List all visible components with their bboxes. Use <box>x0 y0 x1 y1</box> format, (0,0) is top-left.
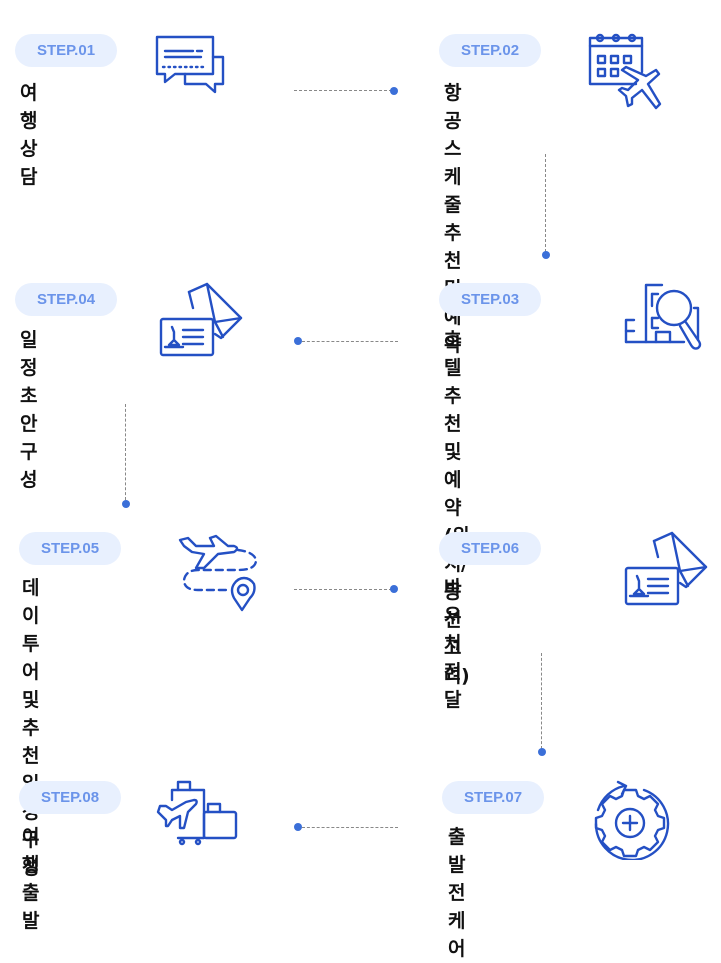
connector-line <box>545 154 546 252</box>
connector-line <box>541 653 542 749</box>
gear-plus-cycle-icon <box>590 780 670 860</box>
connector-line <box>302 827 398 828</box>
airplane-route-pin-icon <box>178 530 262 614</box>
step-title: 출발전 케어 <box>448 826 465 960</box>
step-badge: STEP.06 <box>439 532 541 565</box>
connector-dot <box>538 748 546 756</box>
step-badge: STEP.02 <box>439 34 541 67</box>
step-badge: STEP.07 <box>442 781 544 814</box>
connector-dot <box>294 337 302 345</box>
connector-dot <box>390 87 398 95</box>
connector-line <box>294 90 392 91</box>
step-title: 바우처 전달 <box>444 577 461 711</box>
step-badge: STEP.05 <box>19 532 121 565</box>
envelope-ticket-icon <box>159 282 245 358</box>
step-badge: STEP.08 <box>19 781 121 814</box>
step-badge: STEP.03 <box>439 283 541 316</box>
step-badge: STEP.04 <box>15 283 117 316</box>
building-search-icon <box>624 282 706 352</box>
connector-dot <box>294 823 302 831</box>
step-title: 여행출발 <box>22 826 39 932</box>
connector-line <box>302 341 398 342</box>
step-badge: STEP.01 <box>15 34 117 67</box>
luggage-airplane-icon <box>156 778 240 846</box>
calendar-airplane-icon <box>586 32 666 116</box>
step-title: 항공스케줄 추천 및 예약 <box>444 82 461 356</box>
step-title: 일정 초안 구성 <box>20 329 37 491</box>
step-title: 여행상담 <box>20 82 37 188</box>
connector-line <box>294 589 392 590</box>
connector-line <box>125 404 126 500</box>
connector-dot <box>122 500 130 508</box>
connector-dot <box>390 585 398 593</box>
envelope-ticket-icon <box>624 531 710 607</box>
connector-dot <box>542 251 550 259</box>
chat-bubbles-icon <box>155 34 227 96</box>
